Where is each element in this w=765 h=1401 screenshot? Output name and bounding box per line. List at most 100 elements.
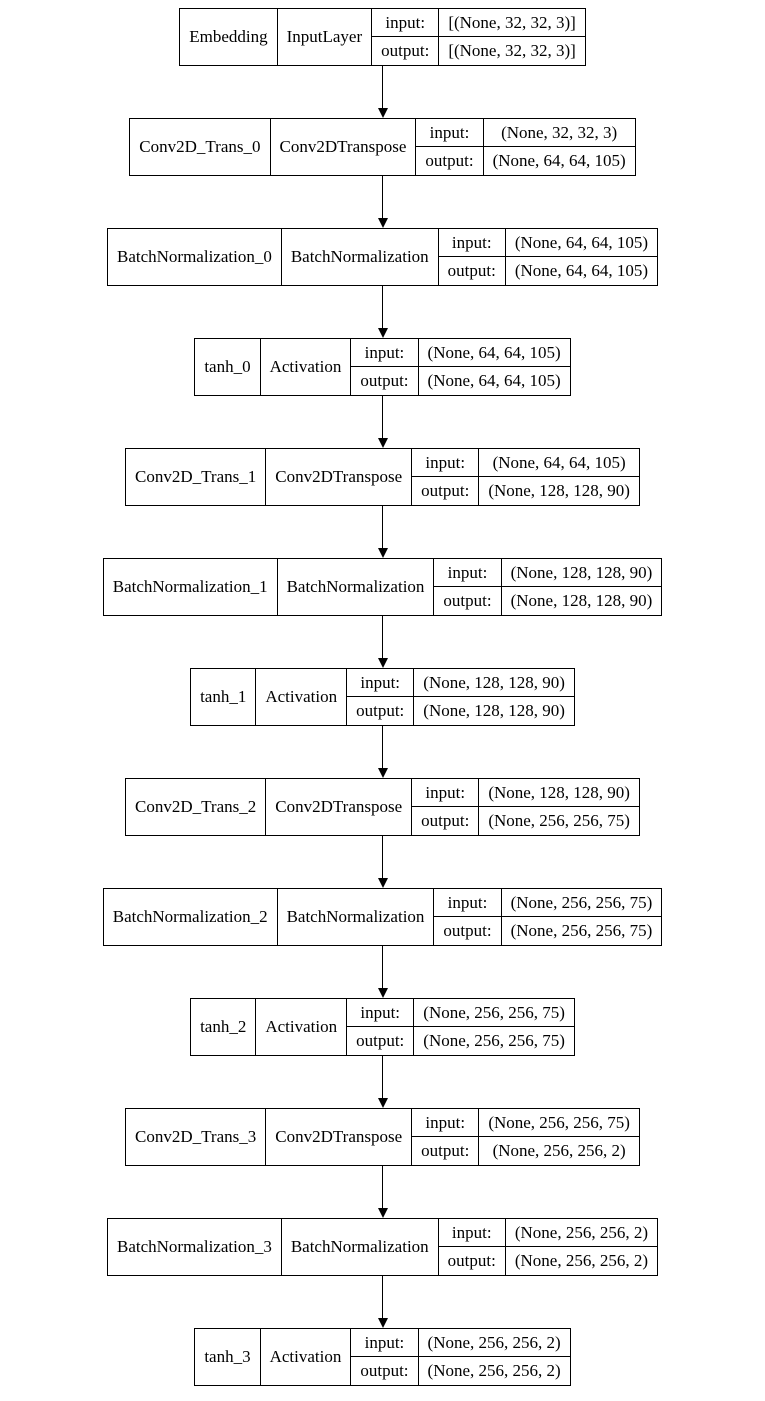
layer-name: BatchNormalization_0 bbox=[116, 247, 272, 266]
layer-type: BatchNormalization bbox=[276, 559, 434, 615]
arrow-shaft bbox=[382, 726, 383, 768]
arrow-head-icon bbox=[377, 218, 388, 228]
input-label: input: bbox=[438, 229, 505, 257]
layer-node: tanh_1 Activation input: output: (None, … bbox=[190, 668, 575, 726]
input-label: input: bbox=[351, 339, 418, 367]
shape-column: (None, 256, 256, 75) (None, 256, 256, 75… bbox=[413, 999, 574, 1055]
output-shape: (None, 256, 256, 75) bbox=[488, 811, 630, 830]
layer-node: BatchNormalization_0 BatchNormalization … bbox=[106, 228, 658, 286]
arrow-head-icon bbox=[377, 658, 388, 668]
arrow-shaft bbox=[382, 616, 383, 658]
connector-arrow bbox=[377, 506, 388, 558]
shape-column: (None, 64, 64, 105) (None, 64, 64, 105) bbox=[504, 229, 657, 285]
layer-node: tanh_2 Activation input: output: (None, … bbox=[190, 998, 575, 1056]
layer-type: BatchNormalization bbox=[280, 1219, 438, 1275]
layer-node: BatchNormalization_3 BatchNormalization … bbox=[106, 1218, 658, 1276]
input-shape: (None, 128, 128, 90) bbox=[479, 779, 639, 807]
arrow-shaft bbox=[382, 1166, 383, 1208]
connector-arrow bbox=[377, 66, 388, 118]
layer-node: Conv2D_Trans_2 Conv2DTranspose input: ou… bbox=[125, 778, 640, 836]
arrow-head-icon bbox=[377, 438, 388, 448]
layer-name: Conv2D_Trans_0 bbox=[139, 137, 261, 156]
layer-node: Conv2D_Trans_1 Conv2DTranspose input: ou… bbox=[125, 448, 640, 506]
arrow-shaft bbox=[382, 1276, 383, 1318]
shape-column: (None, 256, 256, 75) (None, 256, 256, 2) bbox=[478, 1109, 639, 1165]
layer-type: Conv2DTranspose bbox=[265, 1109, 411, 1165]
io-label-column: input: output: bbox=[433, 889, 501, 945]
input-shape: (None, 64, 64, 105) bbox=[479, 449, 639, 477]
io-label-column: input: output: bbox=[350, 1329, 418, 1385]
output-label: output: bbox=[356, 701, 405, 720]
input-label: input: bbox=[438, 1219, 505, 1247]
io-label-column: input: output: bbox=[371, 9, 439, 65]
input-shape: [(None, 32, 32, 3)] bbox=[439, 9, 585, 37]
connector-arrow bbox=[377, 946, 388, 998]
arrow-shaft bbox=[382, 396, 383, 438]
io-label-column: input: output: bbox=[346, 669, 414, 725]
layer-type: Activation bbox=[255, 669, 346, 725]
connector-arrow bbox=[377, 616, 388, 668]
output-label: output: bbox=[421, 1141, 470, 1160]
connector-arrow bbox=[377, 176, 388, 228]
layer-type: Activation bbox=[259, 339, 351, 395]
output-label: output: bbox=[425, 151, 474, 170]
arrow-shaft bbox=[382, 176, 383, 218]
layer-name: BatchNormalization_1 bbox=[112, 577, 268, 596]
layer-type: Conv2DTranspose bbox=[265, 449, 411, 505]
input-label: input: bbox=[347, 669, 414, 697]
output-label: output: bbox=[421, 811, 470, 830]
output-shape: (None, 128, 128, 90) bbox=[510, 591, 653, 610]
input-shape: (None, 256, 256, 75) bbox=[479, 1109, 639, 1137]
input-label: input: bbox=[351, 1329, 418, 1357]
arrow-head-icon bbox=[377, 1318, 388, 1328]
shape-column: (None, 256, 256, 75) (None, 256, 256, 75… bbox=[500, 889, 662, 945]
input-shape: (None, 64, 64, 105) bbox=[418, 339, 570, 367]
arrow-head-icon bbox=[377, 1098, 388, 1108]
layer-name: BatchNormalization_3 bbox=[116, 1237, 272, 1256]
io-label-column: input: output: bbox=[350, 339, 418, 395]
output-shape: (None, 256, 256, 2) bbox=[492, 1141, 626, 1160]
layer-node: BatchNormalization_1 BatchNormalization … bbox=[102, 558, 663, 616]
layer-type: Activation bbox=[259, 1329, 351, 1385]
shape-column: [(None, 32, 32, 3)] [(None, 32, 32, 3)] bbox=[438, 9, 585, 65]
io-label-column: input: output: bbox=[411, 779, 479, 835]
input-shape: (None, 256, 256, 75) bbox=[414, 999, 574, 1027]
layer-name: BatchNormalization_2 bbox=[112, 907, 268, 926]
io-label-column: input: output: bbox=[415, 119, 483, 175]
layer-node: Conv2D_Trans_0 Conv2DTranspose input: ou… bbox=[129, 118, 636, 176]
input-shape: (None, 256, 256, 2) bbox=[418, 1329, 570, 1357]
layer-type: Activation bbox=[255, 999, 346, 1055]
connector-arrow bbox=[377, 1276, 388, 1328]
layer-name: Conv2D_Trans_2 bbox=[135, 797, 257, 816]
io-label-column: input: output: bbox=[433, 559, 501, 615]
arrow-shaft bbox=[382, 506, 383, 548]
output-shape: [(None, 32, 32, 3)] bbox=[448, 41, 576, 60]
input-shape: (None, 256, 256, 75) bbox=[501, 889, 662, 917]
layer-name: Conv2D_Trans_3 bbox=[135, 1127, 257, 1146]
connector-arrow bbox=[377, 396, 388, 448]
output-label: output: bbox=[443, 921, 492, 940]
arrow-head-icon bbox=[377, 108, 388, 118]
layer-node: Conv2D_Trans_3 Conv2DTranspose input: ou… bbox=[125, 1108, 640, 1166]
layer-name: tanh_3 bbox=[204, 1347, 251, 1366]
arrow-head-icon bbox=[377, 768, 388, 778]
output-shape: (None, 64, 64, 105) bbox=[427, 371, 561, 390]
layer-node: tanh_3 Activation input: output: (None, … bbox=[194, 1328, 571, 1386]
output-shape: (None, 256, 256, 75) bbox=[510, 921, 653, 940]
output-label: output: bbox=[443, 591, 492, 610]
output-label: output: bbox=[447, 261, 496, 280]
output-label: output: bbox=[381, 41, 430, 60]
output-shape: (None, 128, 128, 90) bbox=[488, 481, 630, 500]
shape-column: (None, 256, 256, 2) (None, 256, 256, 2) bbox=[504, 1219, 657, 1275]
io-label-column: input: output: bbox=[437, 229, 505, 285]
output-label: output: bbox=[447, 1251, 496, 1270]
output-label: output: bbox=[360, 1361, 409, 1380]
input-shape: (None, 256, 256, 2) bbox=[505, 1219, 657, 1247]
shape-column: (None, 32, 32, 3) (None, 64, 64, 105) bbox=[482, 119, 635, 175]
shape-column: (None, 128, 128, 90) (None, 256, 256, 75… bbox=[478, 779, 639, 835]
layer-type: InputLayer bbox=[276, 9, 372, 65]
layer-node: BatchNormalization_2 BatchNormalization … bbox=[102, 888, 663, 946]
arrow-shaft bbox=[382, 66, 383, 108]
input-label: input: bbox=[347, 999, 414, 1027]
